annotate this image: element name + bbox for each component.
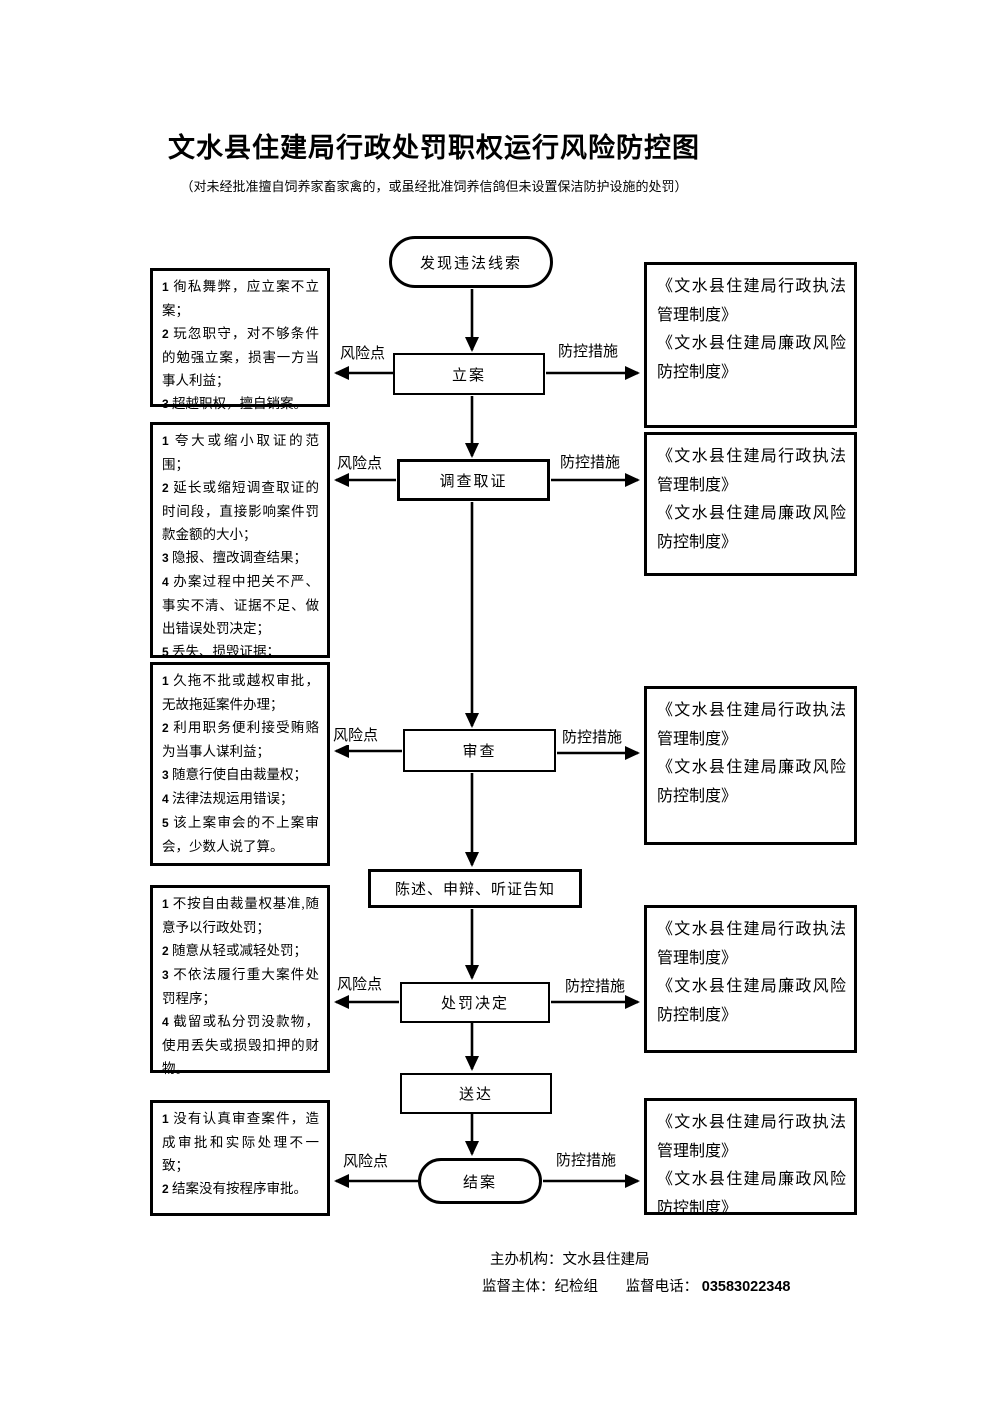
flow-node-end: 结案 bbox=[418, 1158, 542, 1204]
risk-box-filing: 1 徇私舞弊，应立案不立案； 2 玩忽职守，对不够条件的勉强立案，损害一方当事人利… bbox=[150, 268, 330, 411]
control-label-investigation: 防控措施 bbox=[560, 451, 621, 472]
list-item: 《文水县住建局行政执法管理制度》 bbox=[657, 1114, 846, 1160]
list-item: 2 随意从轻或减轻处罚； bbox=[162, 943, 308, 958]
page-title: 文水县住建局行政处罚职权运行风险防控图 bbox=[168, 133, 700, 163]
risk-box-review: 1 久拖不批或越权审批，无故拖延案件办理； 2 利用职务便利接受贿赂为当事人谋利益… bbox=[150, 662, 330, 866]
list-item: 《文水县住建局廉政风险防控制度》 bbox=[657, 759, 846, 805]
risk-box-penalty-decision: 1 不按自由裁量权基准,随意予以行政处罚； 2 随意从轻或减轻处罚； 3 不依法履行… bbox=[150, 885, 330, 1076]
list-item: 1 夸大或缩小取证的范围； bbox=[162, 433, 319, 472]
list-item: 1 久拖不批或越权审批，无故拖延案件办理； bbox=[162, 673, 320, 712]
flow-step-hearing-notice: 陈述、申辩、听证告知 bbox=[368, 869, 582, 908]
flow-step-penalty-decision: 处罚决定 bbox=[400, 982, 550, 1023]
footer-supervision: 监督主体：纪检组 监督电话： 03583022348 bbox=[482, 1275, 790, 1296]
list-item: 2 延长或缩短调查取证的时间段，直接影响案件罚款金额的大小； bbox=[162, 480, 320, 542]
list-item: 《文水县住建局行政执法管理制度》 bbox=[657, 921, 846, 967]
list-item: 《文水县住建局行政执法管理制度》 bbox=[657, 702, 846, 748]
list-item: 4 办案过程中把关不严、事实不清、证据不足、做出错误处罚决定； bbox=[162, 574, 320, 636]
list-item: 1 徇私舞弊，应立案不立案； bbox=[162, 279, 320, 318]
control-box-review: 《文水县住建局行政执法管理制度》《文水县住建局廉政风险防控制度》 bbox=[644, 686, 857, 845]
footer-supervisor: 监督主体：纪检组 bbox=[482, 1279, 598, 1295]
flow-node-start: 发现违法线索 bbox=[389, 236, 553, 288]
list-item: 2 结案没有按程序审批。 bbox=[162, 1181, 308, 1196]
risk-box-investigation: 1 夸大或缩小取证的范围； 2 延长或缩短调查取证的时间段，直接影响案件罚款金额的… bbox=[150, 422, 330, 683]
risk-label-investigation: 风险点 bbox=[337, 452, 383, 473]
control-box-investigation: 《文水县住建局行政执法管理制度》《文水县住建局廉政风险防控制度》 bbox=[644, 432, 857, 576]
risk-label-filing: 风险点 bbox=[340, 342, 386, 363]
flow-step-filing: 立案 bbox=[393, 353, 545, 395]
list-item: 《文水县住建局行政执法管理制度》 bbox=[657, 278, 846, 324]
list-item: 1 不按自由裁量权基准,随意予以行政处罚； bbox=[162, 896, 319, 935]
list-item: 《文水县住建局行政执法管理制度》 bbox=[657, 448, 846, 494]
risk-box-end: 1 没有认真审查案件，造成审批和实际处理不一致； 2 结案没有按程序审批。 bbox=[150, 1100, 330, 1216]
list-item: 《文水县住建局廉政风险防控制度》 bbox=[657, 1171, 846, 1217]
list-item: 5 丢失、损毁证据； bbox=[162, 644, 281, 659]
page-subtitle: （对未经批准擅自饲养家畜家禽的，或虽经批准饲养信鸽但未设置保洁防护设施的处罚） bbox=[180, 179, 688, 194]
list-item: 4 法律法规运用错误； bbox=[162, 791, 294, 806]
list-item: 3 随意行使自由裁量权； bbox=[162, 767, 308, 782]
list-item: 3 隐报、擅改调查结果； bbox=[162, 550, 308, 565]
control-label-end: 防控措施 bbox=[556, 1149, 617, 1170]
list-item: 5 该上案审会的不上案审会，少数人说了算。 bbox=[162, 815, 320, 854]
list-item: 《文水县住建局廉政风险防控制度》 bbox=[657, 335, 846, 381]
footer-organizer: 主办机构：文水县住建局 bbox=[490, 1252, 650, 1268]
control-label-review: 防控措施 bbox=[562, 726, 623, 747]
risk-label-end: 风险点 bbox=[343, 1150, 389, 1171]
list-item: 《文水县住建局廉政风险防控制度》 bbox=[657, 505, 846, 551]
risk-label-penalty-decision: 风险点 bbox=[337, 973, 383, 994]
list-item: 2 利用职务便利接受贿赂为当事人谋利益； bbox=[162, 720, 320, 759]
list-item: 3 不依法履行重大案件处罚程序； bbox=[162, 967, 320, 1006]
flow-step-review: 审查 bbox=[403, 729, 556, 772]
control-label-filing: 防控措施 bbox=[558, 340, 619, 361]
footer-phone-label: 监督电话： bbox=[625, 1279, 699, 1295]
control-box-end: 《文水县住建局行政执法管理制度》《文水县住建局廉政风险防控制度》 bbox=[644, 1098, 857, 1217]
control-box-penalty-decision: 《文水县住建局行政执法管理制度》《文水县住建局廉政风险防控制度》 bbox=[644, 905, 857, 1053]
risk-label-review: 风险点 bbox=[333, 724, 379, 745]
flow-step-delivery: 送达 bbox=[400, 1073, 552, 1114]
list-item: 3 超越职权，擅自销案。 bbox=[162, 396, 308, 411]
footer-phone-number: 03583022348 bbox=[701, 1279, 791, 1295]
list-item: 2 玩忽职守，对不够条件的勉强立案，损害一方当事人利益； bbox=[162, 326, 320, 388]
flow-step-investigation: 调查取证 bbox=[397, 459, 550, 501]
list-item: 《文水县住建局廉政风险防控制度》 bbox=[657, 978, 846, 1024]
control-label-penalty-decision: 防控措施 bbox=[565, 975, 626, 996]
list-item: 4 截留或私分罚没款物，使用丢失或损毁扣押的财物。 bbox=[162, 1014, 320, 1076]
list-item: 1 没有认真审查案件，造成审批和实际处理不一致； bbox=[162, 1111, 320, 1173]
control-box-filing: 《文水县住建局行政执法管理制度》《文水县住建局廉政风险防控制度》 bbox=[644, 262, 857, 428]
